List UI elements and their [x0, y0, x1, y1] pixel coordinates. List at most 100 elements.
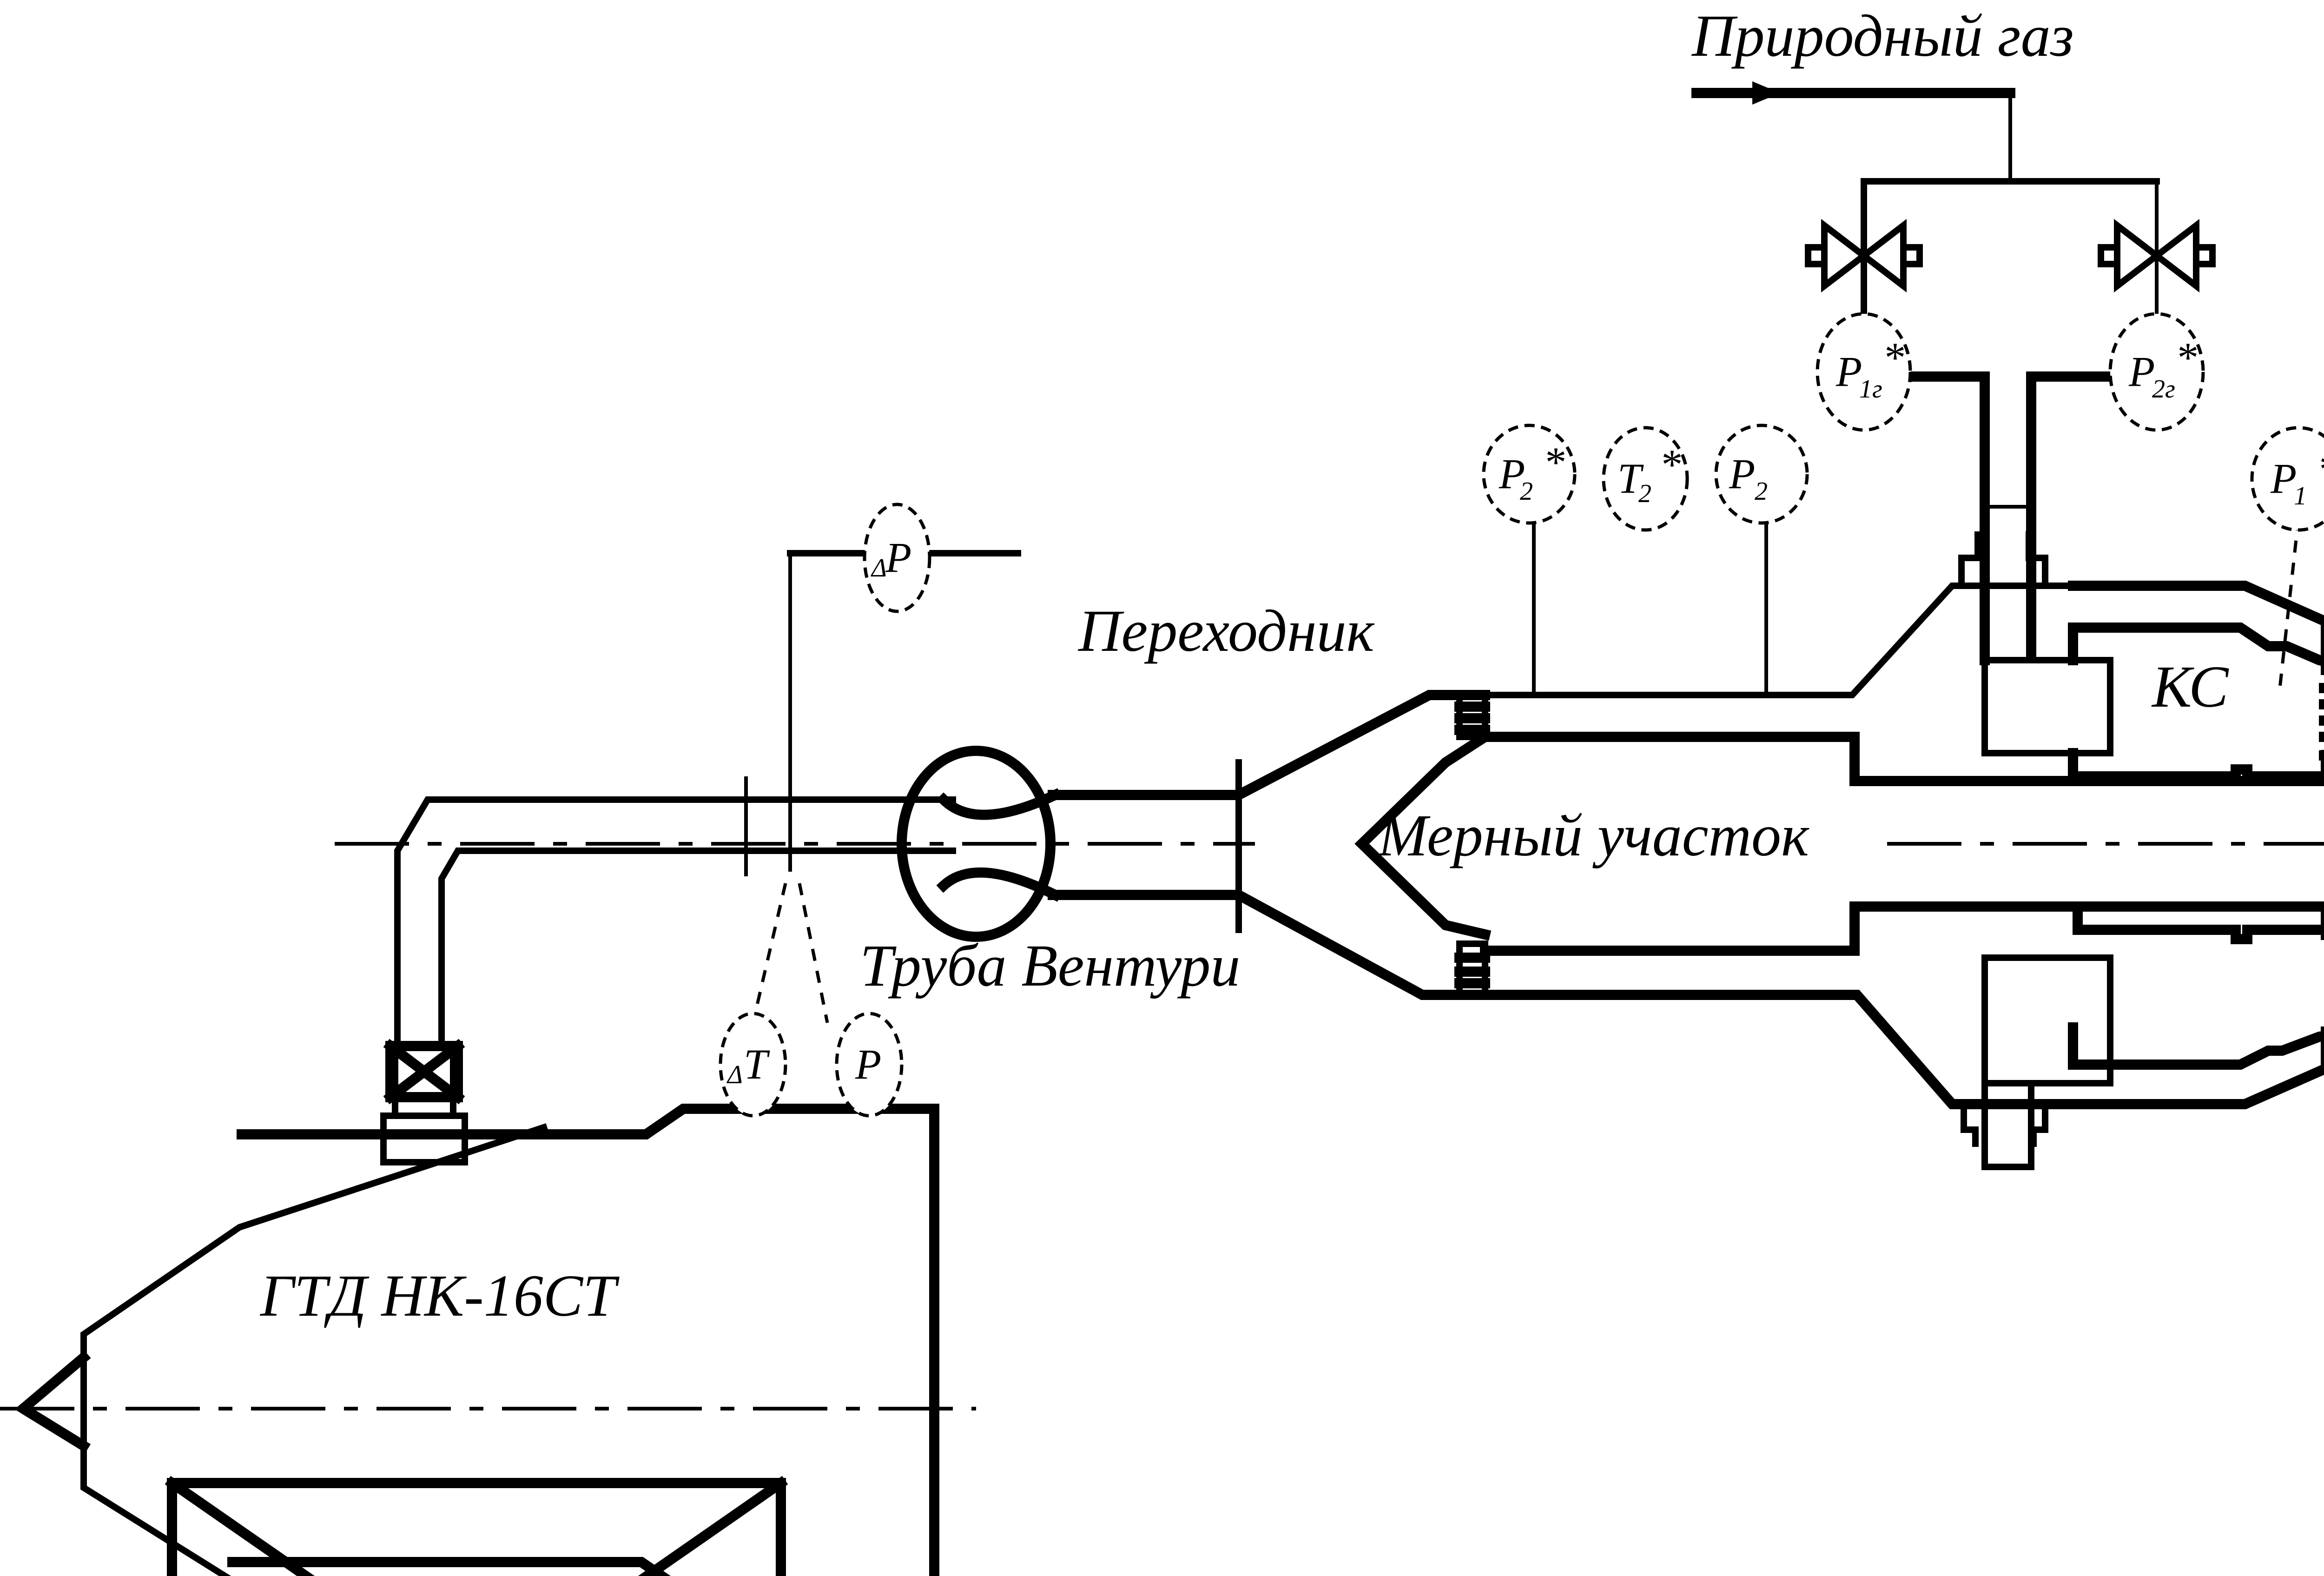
- engine-label: ГТД НК-16СТ: [259, 1263, 620, 1329]
- instrument-subscript: 2: [1755, 477, 1768, 506]
- instrument-lead: [2278, 518, 2300, 689]
- instrument-circle: [1602, 426, 1689, 532]
- valve-right-actuator-icon: [2098, 244, 2120, 267]
- instrument-star: *: [2175, 334, 2197, 381]
- valve-right-wing-icon: [2151, 219, 2199, 293]
- adapter-outer-top: [1232, 690, 1490, 802]
- instrument-star: *: [1659, 441, 1681, 488]
- engine-casing: [227, 1104, 939, 1576]
- venturi-throat-top: [936, 788, 1062, 820]
- valve-left-wing-icon: [1821, 219, 1869, 293]
- adapter-label: Переходник: [1077, 598, 1375, 664]
- instrument-circle: [2250, 426, 2324, 532]
- instrument-dp: Δ P: [787, 503, 1021, 613]
- instrument-circle: [1816, 312, 1912, 432]
- combustion-chamber: КС: [1958, 531, 2324, 1170]
- valve-left-wing-icon: [1858, 219, 1907, 293]
- instrument-t2star: T 2 *: [1602, 426, 1689, 532]
- instrument-dt: Δ T: [719, 883, 787, 1118]
- instrument-subscript: 1: [2294, 482, 2307, 510]
- instrument-circle: [835, 1012, 904, 1118]
- instrument-star: *: [1882, 334, 1904, 381]
- liner-bottom-lower: [2073, 901, 2324, 944]
- liner-lower-top: [2068, 1022, 2324, 1070]
- gas-feed-pipes: [1898, 371, 2122, 665]
- air-pipe-outer: [394, 796, 956, 1049]
- combustor-casing-bottom: [2068, 1064, 2324, 1109]
- instrument-prefix: Δ: [726, 1060, 743, 1089]
- instrument-p2g: P 2г *: [2108, 312, 2205, 432]
- instrument-circle: [2108, 312, 2205, 432]
- engine-casing-top: [80, 1123, 548, 1576]
- combustor-flange: [2026, 531, 2048, 589]
- valve-left[interactable]: [1805, 219, 1923, 293]
- adapter-outer-bottom: [1232, 888, 1490, 1000]
- instrument-symbol: P: [1835, 348, 1862, 395]
- instrument-subscript: 2: [1520, 477, 1533, 506]
- casing-top: [1482, 583, 2076, 698]
- valve-right[interactable]: [2098, 219, 2216, 293]
- instrument-star: *: [1543, 438, 1565, 486]
- measuring-section: Мерный участок: [1377, 583, 2324, 1109]
- valve-right-wing-icon: [2114, 219, 2162, 293]
- instrument-symbol: P: [1499, 450, 1525, 497]
- combustor-casing-top: [2068, 581, 2324, 627]
- instrument-p1star: P 1 *: [2250, 426, 2324, 689]
- natural-gas-label: Природный газ: [1691, 3, 2074, 69]
- venturi-flange: [897, 746, 1056, 942]
- instrument-circle: [719, 1012, 787, 1118]
- fuel-injector-block-lower: [1981, 954, 2113, 1086]
- combustor-flange-lower: [1961, 1103, 1979, 1147]
- instrument-prefix: Δ: [871, 554, 887, 583]
- air-supply-pipe: [380, 553, 956, 1165]
- instrument-star: *: [2317, 445, 2324, 493]
- combustor-flange: [1958, 531, 1981, 589]
- engine-gtd: ГТД НК-16СТ: [0, 1104, 976, 1576]
- inner-wall-bottom: [1480, 901, 2324, 956]
- valve-left-actuator-icon: [1805, 244, 1828, 267]
- instrument-subscript: 2: [1638, 479, 1651, 508]
- instrument-symbol: T: [744, 1040, 770, 1088]
- engine-bleed-port: [380, 1112, 468, 1165]
- fuel-injector-block: [1981, 657, 2113, 756]
- instrument-symbol: P: [1729, 450, 1755, 497]
- adapter: Переходник: [1077, 598, 1492, 1000]
- casing-bottom: [1480, 990, 2078, 1109]
- engine-gearbox: [167, 1478, 786, 1576]
- instrument-p2star: P 2 *: [1482, 424, 1577, 695]
- instrument-symbol: T: [1618, 455, 1644, 502]
- natural-gas-line: Природный газ: [1691, 3, 2160, 375]
- shutoff-valve-icon: [385, 1041, 463, 1102]
- air-pipe-inner: [438, 848, 956, 1049]
- instrument-symbol: P: [855, 1040, 881, 1088]
- instrument-circle: [1482, 424, 1577, 525]
- liner-bottom: [2068, 748, 2324, 781]
- shutoff-valve-cross: [383, 1039, 465, 1105]
- instrument-lead: [798, 883, 829, 1023]
- combustor-flange-lower: [2030, 1103, 2048, 1147]
- instrument-symbol: P: [885, 534, 911, 581]
- liner-top: [2068, 622, 2324, 667]
- combustion-chamber-label: КС: [2151, 654, 2229, 720]
- valve-left-actuator-icon: [1900, 244, 1923, 267]
- instrument-lead: [751, 883, 787, 1023]
- venturi-tube: Труба Вентури: [860, 746, 1242, 999]
- instrument-p1g: P 1г *: [1816, 312, 1912, 432]
- adapter-inner-cone: [1354, 729, 1492, 941]
- gas-flow-arrow-icon: [1752, 81, 1780, 105]
- engine-gearbox-cross: [165, 1476, 315, 1576]
- instrument-subscript: 1г: [1859, 375, 1882, 404]
- venturi-throat-bottom: [936, 867, 1062, 902]
- measuring-section-label: Мерный участок: [1377, 802, 1809, 868]
- gas-feed-pipe-left: [1898, 371, 1990, 665]
- instrument-subscript: 2г: [2152, 375, 2175, 404]
- instrument-p2: P 2: [1714, 424, 1809, 695]
- valve-right-actuator-icon: [2193, 244, 2216, 267]
- engine-nose-cone: [14, 1350, 91, 1453]
- instrument-symbol: P: [2128, 348, 2155, 395]
- engine-gearbox-cross: [638, 1476, 788, 1576]
- instrument-symbol: P: [2270, 455, 2297, 502]
- instrument-circle: [863, 503, 931, 613]
- instrument-circle: [1714, 424, 1809, 525]
